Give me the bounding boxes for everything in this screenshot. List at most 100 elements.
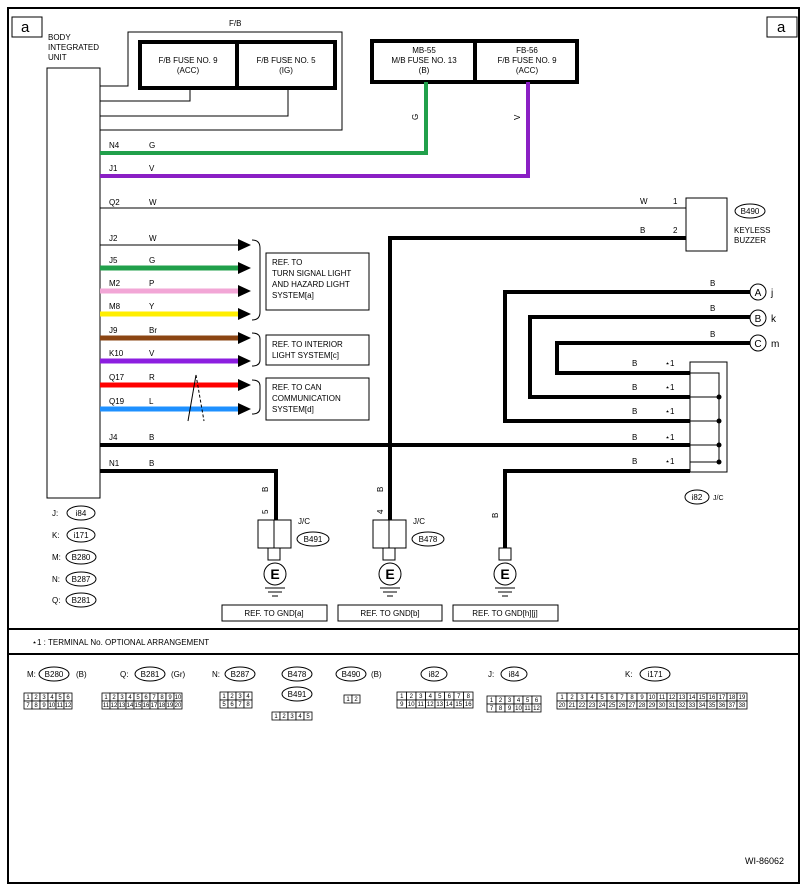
conn-k-pin: 13: [679, 695, 686, 701]
wire-jc-gnd: [503, 469, 690, 548]
ref-turn-l2: TURN SIGNAL LIGHT: [272, 269, 351, 278]
term-b-circle: [749, 309, 767, 327]
conn-q-pin: 7: [152, 695, 156, 701]
conn-n-pin: 1: [222, 694, 226, 700]
wire-term-c: [555, 341, 750, 375]
fb-fuse9-l1: F/B FUSE NO. 9: [158, 56, 218, 65]
fb-outline: [100, 31, 343, 131]
legend-k-key: K:: [52, 531, 60, 540]
conn-b478-pin: 2: [282, 714, 286, 720]
conn-q-oval: [134, 666, 166, 682]
twist-mark-solid: [187, 374, 197, 422]
pin-q2-color: W: [149, 198, 157, 207]
corner-box-left: [11, 16, 43, 38]
conn-k-pin: 15: [699, 695, 706, 701]
conn-k-pin: 22: [579, 703, 586, 709]
mb55-l2: M/B FUSE NO. 13: [391, 56, 457, 65]
ref-turn-box: [265, 252, 370, 311]
pin-n1: N1: [109, 459, 120, 468]
conn-k-pin: 8: [630, 695, 634, 701]
conn-n-pin: 4: [246, 694, 250, 700]
pin-q17-color: R: [149, 373, 155, 382]
legend-q-oval: [65, 592, 97, 608]
conn-q-pin: 1: [104, 695, 108, 701]
conn-q-pin: 19: [167, 703, 174, 709]
wire-term-b: [528, 315, 750, 399]
g3-e-circle: [493, 562, 517, 586]
jc-row3-mark: ⋆1: [665, 407, 675, 416]
jc-row3-color: B: [632, 407, 637, 416]
conn-b478-pin: 5: [306, 714, 310, 720]
conn-i82-pin: 2: [410, 694, 414, 700]
conn-n-oval: [224, 666, 256, 682]
conn-q-pin: 8: [160, 695, 164, 701]
conn-i82-pin: 5: [438, 694, 442, 700]
conn-i82-pin: 9: [400, 702, 404, 708]
conn-k-pin: 16: [709, 695, 716, 701]
conn-i82-id: i82: [429, 670, 440, 679]
conn-k-pin: 34: [699, 703, 706, 709]
keyless-l2: BUZZER: [734, 236, 766, 245]
legend-k-id: i171: [73, 531, 89, 540]
wire-term-a: [503, 290, 750, 423]
conn-j-pin: 3: [508, 698, 512, 704]
legend-m-id: B280: [72, 553, 91, 562]
conn-m-pin: 2: [34, 695, 38, 701]
pin-q2: Q2: [109, 198, 120, 207]
jc-i82-id: i82: [692, 493, 703, 502]
jc-row2-mark: ⋆1: [665, 383, 675, 392]
keyless-w-color: W: [640, 197, 648, 206]
conn-i82-pin: 15: [455, 702, 462, 708]
legend-j-key: J:: [52, 509, 58, 518]
conn-b478-pin: 1: [274, 714, 278, 720]
conn-k-pin: 27: [629, 703, 636, 709]
arrow-j5: [238, 262, 251, 274]
jc-dot-2: [716, 418, 722, 424]
conn-q-id: B281: [141, 670, 160, 679]
term-a-letter: A: [755, 288, 762, 299]
keyless-buzzer: [685, 197, 728, 252]
legend-q-id: B281: [72, 596, 91, 605]
g1-id: B491: [304, 535, 323, 544]
ref-turn-l3: AND HAZARD LIGHT: [272, 280, 350, 289]
conn-q-key: Q:: [120, 670, 128, 679]
conn-q-pin: 6: [144, 695, 148, 701]
pin-j5-color: G: [149, 256, 155, 265]
conn-k-pin: 11: [659, 695, 666, 701]
fb-fuse5-wire: [100, 88, 289, 117]
pin-j4-color: B: [149, 433, 154, 442]
g2-pin: 4: [376, 509, 385, 514]
conn-j-pin: 8: [499, 706, 503, 712]
conn-j-key: J:: [488, 670, 494, 679]
conn-j-pin: 10: [515, 706, 522, 712]
conn-j-pin: 6: [535, 698, 539, 704]
conn-k-pin: 33: [689, 703, 696, 709]
brace-interior: [251, 332, 261, 367]
conn-k-pin: 32: [679, 703, 686, 709]
conn-q-pin: 18: [159, 703, 166, 709]
g1-ref: REF. TO GND[a]: [244, 609, 303, 618]
legend-n-id: B287: [72, 575, 91, 584]
ref-can-l2: COMMUNICATION: [272, 394, 341, 403]
pin-j9: J9: [109, 326, 118, 335]
conn-k-pin: 1: [560, 695, 564, 701]
conn-q-cell: [173, 700, 183, 710]
conn-k-pin: 24: [599, 703, 606, 709]
g2-ref: REF. TO GND[b]: [360, 609, 419, 618]
jc-row5-color: B: [632, 457, 637, 466]
legend-j-id: i84: [76, 509, 87, 518]
conn-j-pin: 5: [526, 698, 530, 704]
g1-wire: B: [261, 487, 270, 492]
legend-m-key: M:: [52, 553, 61, 562]
legend-n-oval: [65, 571, 97, 587]
conn-k-pin: 9: [640, 695, 644, 701]
footnote: ⋆1 : TERMINAL No. OPTIONAL ARRANGEMENT: [32, 638, 209, 647]
ref-interior-l1: REF. TO INTERIOR: [272, 340, 343, 349]
conn-q-pin: 9: [168, 695, 172, 701]
conn-k-pin: 3: [580, 695, 584, 701]
doc-id: WI-86062: [745, 856, 784, 866]
pin-k10: K10: [109, 349, 124, 358]
g1-e: E: [270, 566, 279, 582]
pin-j9-color: Br: [149, 326, 157, 335]
conn-m-pin: 1: [26, 695, 30, 701]
